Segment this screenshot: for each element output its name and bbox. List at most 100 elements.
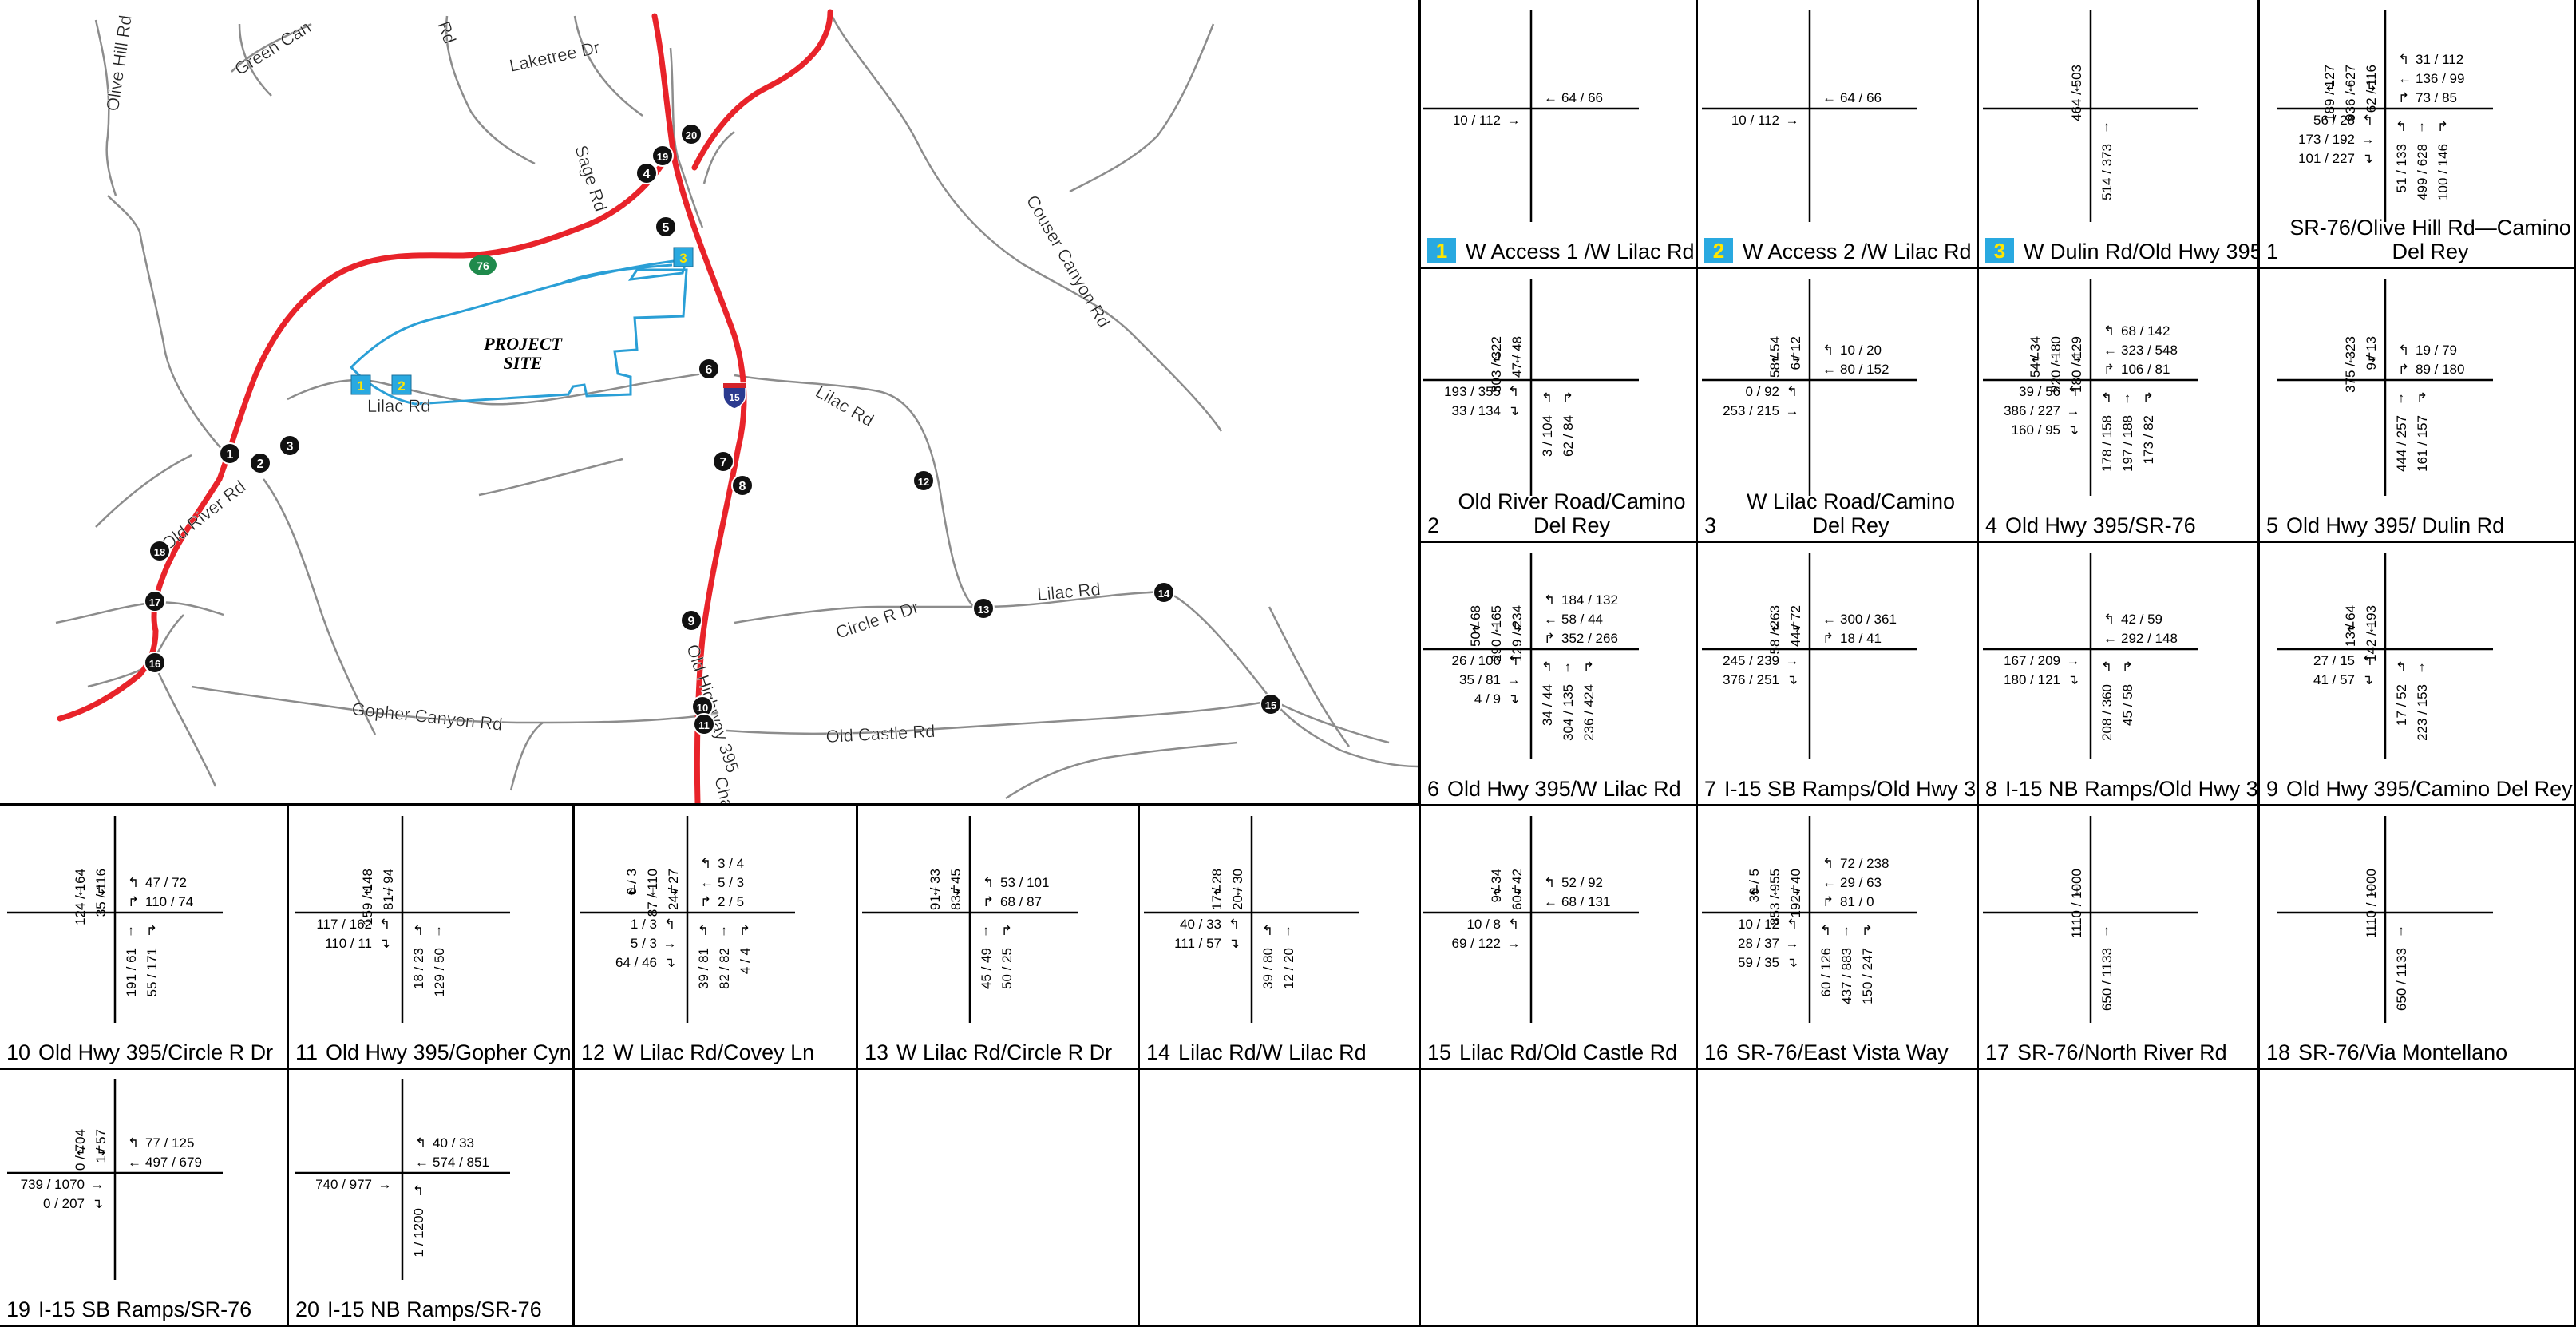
- sb-volume-label: 142 / 193: [2364, 605, 2379, 662]
- intersection-marker-icon: 16: [144, 652, 166, 674]
- wb-arrow-icon: ←: [2103, 343, 2117, 358]
- eb-volume-label: 0 / 92: [1745, 384, 1779, 399]
- nb-arrow-icon: ↑: [2124, 390, 2131, 406]
- nb-volume-label: 50 / 25: [999, 948, 1015, 989]
- road-label: Laketree Dr: [508, 38, 602, 76]
- intersection-marker-icon: 6: [698, 358, 720, 380]
- nb-volume-label: 150 / 247: [1860, 948, 1875, 1004]
- sb-volume-label: 39 / 5: [1747, 869, 1762, 903]
- eb-volume-label: 40 / 33: [1180, 917, 1221, 932]
- sb-arrow-icon: ↳: [951, 883, 962, 898]
- svg-text:14: 14: [1158, 588, 1170, 600]
- svg-text:12: 12: [918, 476, 929, 488]
- intersection-marker-icon: 10: [691, 695, 714, 718]
- sb-volume-label: 91 / 33: [928, 869, 943, 910]
- nb-volume-label: 161 / 157: [2415, 415, 2430, 472]
- wb-volume-label: 106 / 81: [2121, 362, 2170, 377]
- nb-arrow-icon: ↰: [2101, 660, 2112, 675]
- eb-arrow-icon: ↰: [2068, 384, 2079, 399]
- nb-arrow-icon: ↰: [2396, 660, 2407, 675]
- lane-diagram: 1110 / 1000↓↑650 / 1133: [2277, 816, 2493, 1023]
- sb-arrow-icon: ↳: [1512, 620, 1523, 635]
- sb-volume-label: 290 / 165: [1489, 605, 1504, 662]
- intersection-number: 1: [2266, 240, 2279, 263]
- sb-arrow-icon: ↳: [2366, 351, 2377, 366]
- wb-arrow-icon: ←: [1822, 875, 1836, 890]
- empty-cell: [2260, 1070, 2576, 1327]
- wb-volume-label: 68 / 142: [2121, 323, 2170, 339]
- wb-volume-label: 300 / 361: [1840, 612, 1897, 627]
- sb-arrow-icon: ↳: [2366, 79, 2377, 94]
- lane-diagram: ↰208 / 360↱45 / 58↰42 / 59←292 / 148167 …: [1983, 553, 2198, 759]
- nb-arrow-icon: ↑: [721, 923, 728, 938]
- wb-volume-label: 10 / 20: [1840, 343, 1882, 358]
- wb-arrow-icon: ←: [128, 1155, 141, 1170]
- eb-arrow-icon: ↴: [2362, 672, 2373, 687]
- sb-arrow-icon: ↳: [1512, 883, 1523, 898]
- wb-volume-label: 89 / 180: [2416, 362, 2464, 377]
- intersection-number: 15: [1427, 1040, 1452, 1064]
- eb-volume-label: 4 / 9: [1474, 691, 1501, 707]
- nb-volume-label: 45 / 49: [979, 948, 994, 989]
- intersection-number: 11: [295, 1040, 319, 1064]
- intersection-number: 12: [581, 1040, 606, 1064]
- eb-arrow-icon: →: [663, 936, 677, 951]
- eb-arrow-icon: →: [378, 1177, 392, 1192]
- intersection-name: Old Hwy 395/Circle R Dr: [38, 1040, 274, 1064]
- wb-arrow-icon: ↰: [1822, 856, 1834, 871]
- lane-diagram: 375 / 323↓9 / 13↳↑444 / 257↱161 / 157↰19…: [2277, 279, 2493, 496]
- wb-volume-label: 110 / 74: [145, 894, 193, 909]
- wb-arrow-icon: ←: [415, 1155, 429, 1170]
- intersection-number: 14: [1146, 1040, 1171, 1064]
- wb-volume-label: 53 / 101: [1000, 875, 1049, 890]
- sb-arrow-icon: ↓: [1235, 883, 1242, 898]
- eb-volume-label: 111 / 57: [1174, 936, 1221, 951]
- road-label: Old River Rd: [158, 477, 250, 554]
- eb-arrow-icon: →: [1786, 113, 1799, 128]
- project-site-label: PROJECT: [483, 334, 563, 354]
- i15-shield-icon: 15: [722, 382, 746, 410]
- nb-arrow-icon: ↱: [739, 923, 750, 938]
- sb-arrow-icon: ↓: [2074, 883, 2081, 898]
- eb-volume-label: 33 / 134: [1452, 403, 1501, 418]
- wb-volume-label: 68 / 87: [1000, 894, 1042, 909]
- wb-arrow-icon: ↰: [1822, 343, 1834, 358]
- intersection-name: Old Hwy 395/Camino Del Rey: [2286, 777, 2573, 801]
- eb-arrow-icon: ↴: [92, 1196, 103, 1211]
- eb-arrow-icon: →: [91, 1177, 105, 1192]
- sb-arrow-icon: ↓: [2053, 351, 2060, 366]
- eb-volume-label: 160 / 95: [2012, 422, 2060, 438]
- nb-volume-label: 51 / 133: [2394, 144, 2409, 192]
- sb-arrow-icon: ↳: [1791, 351, 1802, 366]
- intersection-number: 4: [1985, 513, 1998, 537]
- svg-text:19: 19: [657, 151, 668, 163]
- nb-volume-label: 3 / 104: [1540, 415, 1555, 457]
- eb-volume-label: 27 / 15: [2313, 653, 2355, 668]
- intersection-marker-icon: 1: [219, 442, 241, 465]
- eb-arrow-icon: ↴: [1508, 403, 1519, 418]
- lane-diagram: 1110 / 1000↓↑650 / 1133: [1983, 816, 2198, 1023]
- sb-arrow-icon: ↲: [362, 883, 374, 898]
- nb-arrow-icon: ↰: [2101, 390, 2112, 406]
- eb-volume-label: 1 / 3: [631, 917, 657, 932]
- lane-diagram: 54 / 34↲220 / 180↓180 / 129↳↰178 / 158↑1…: [1983, 279, 2198, 496]
- intersection-cell: 189 / 127↲936 / 627↓62 / 116↳↰51 / 133↑4…: [2260, 0, 2576, 269]
